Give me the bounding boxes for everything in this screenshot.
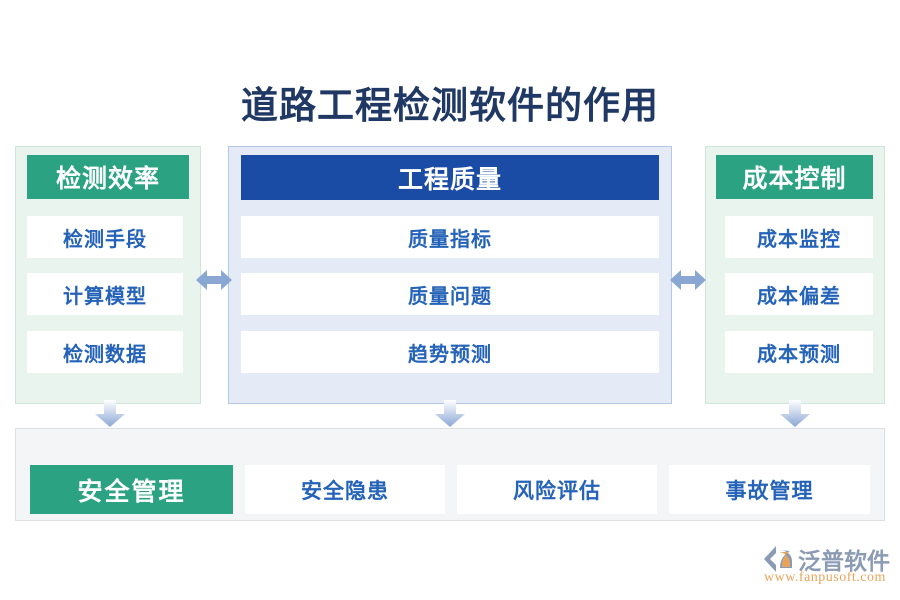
column-item-left-3[interactable]: 检测数据 — [27, 331, 183, 373]
column-header-cost-control[interactable]: 成本控制 — [716, 155, 873, 199]
column-item-left-2[interactable]: 计算模型 — [27, 273, 183, 315]
column-item-right-1[interactable]: 成本监控 — [725, 216, 873, 258]
column-header-engineering-quality[interactable]: 工程质量 — [241, 155, 659, 200]
bottom-item-accident-management[interactable]: 事故管理 — [669, 465, 870, 514]
bottom-item-safety-hazard[interactable]: 安全隐患 — [245, 465, 445, 514]
column-item-center-1[interactable]: 质量指标 — [241, 216, 659, 258]
bottom-item-safety-management[interactable]: 安全管理 — [30, 465, 233, 514]
logo-mark-icon — [762, 544, 796, 574]
column-item-center-3[interactable]: 趋势预测 — [241, 331, 659, 373]
arrow-down-icon — [434, 400, 466, 427]
double-arrow-horizontal-icon — [196, 265, 232, 295]
column-header-detection-efficiency[interactable]: 检测效率 — [27, 155, 189, 199]
double-arrow-horizontal-icon — [670, 265, 706, 295]
page-title: 道路工程检测软件的作用 — [241, 86, 659, 127]
arrow-down-icon — [779, 400, 811, 427]
column-item-left-1[interactable]: 检测手段 — [27, 216, 183, 258]
logo-url: www.fanpusoft.com — [764, 570, 886, 585]
brand-logo: 泛普软件 www.fanpusoft.com — [762, 542, 892, 588]
logo-name: 泛普软件 — [798, 548, 890, 574]
bottom-item-risk-assessment[interactable]: 风险评估 — [457, 465, 657, 514]
column-item-right-2[interactable]: 成本偏差 — [725, 273, 873, 315]
column-item-right-3[interactable]: 成本预测 — [725, 331, 873, 373]
column-item-center-2[interactable]: 质量问题 — [241, 273, 659, 315]
arrow-down-icon — [94, 400, 126, 427]
